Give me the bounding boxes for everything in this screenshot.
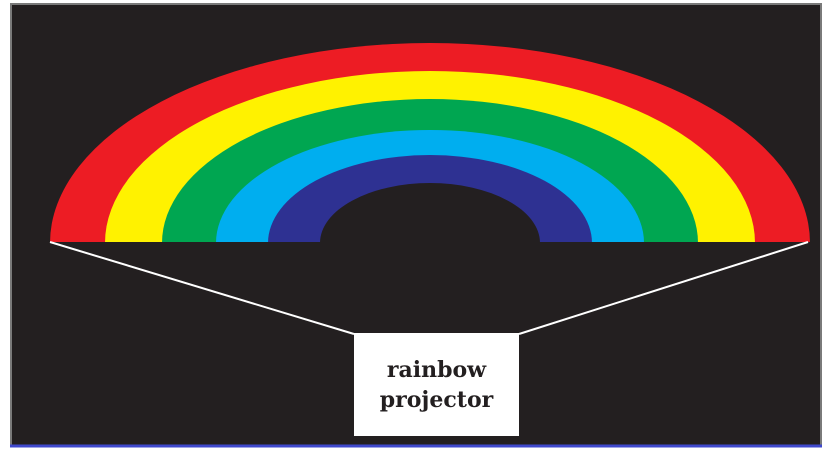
rainbow-projector-label: rainbow projector bbox=[354, 333, 519, 436]
label-line-2: projector bbox=[380, 385, 493, 415]
label-line-1: rainbow bbox=[387, 355, 486, 385]
projector-body bbox=[50, 242, 810, 245]
